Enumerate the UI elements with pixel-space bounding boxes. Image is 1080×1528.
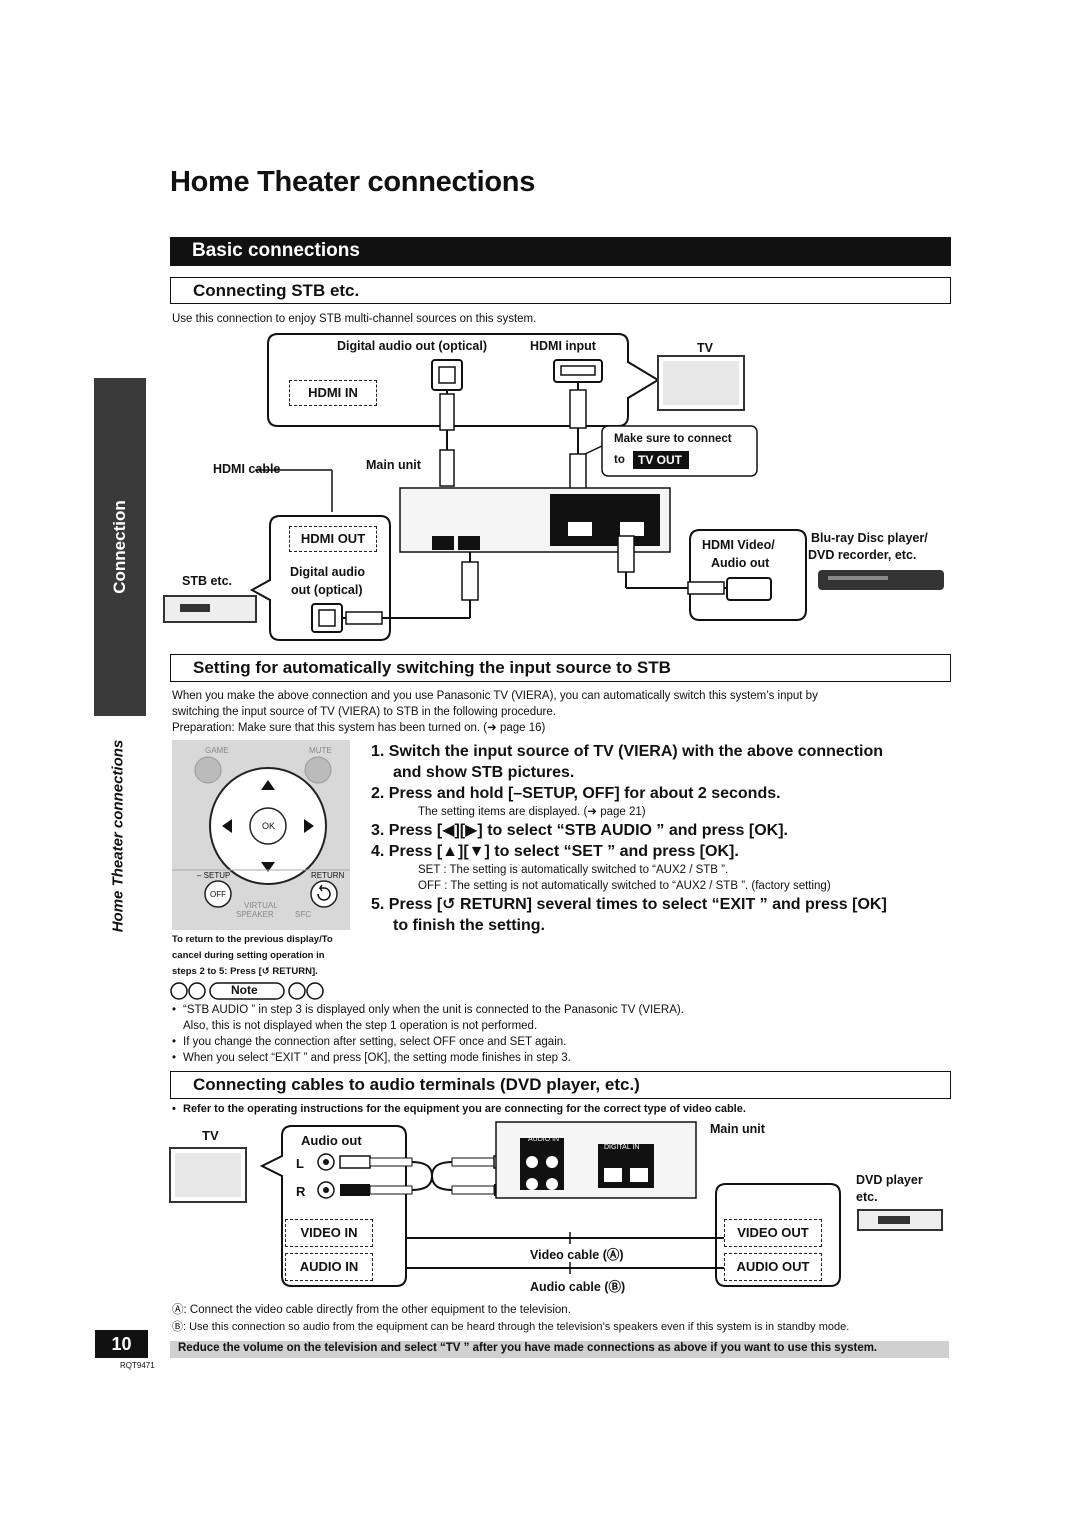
- step-3: 3. Press [◀][▶] to select “STB AUDIO ” a…: [371, 822, 788, 839]
- return-icon: [317, 884, 331, 901]
- remote-sfc-label: SFC: [295, 910, 311, 919]
- remote-ok-label: OK: [262, 821, 276, 831]
- audio-in-box: AUDIO IN: [285, 1253, 373, 1281]
- step-1-cont: and show STB pictures.: [393, 764, 575, 781]
- label-video-cable: Video cable (Ⓐ): [530, 1248, 624, 1262]
- remote-game-label: GAME: [205, 746, 229, 755]
- bottom-note-bar: Reduce the volume on the television and …: [170, 1341, 949, 1358]
- step-5-cont: to finish the setting.: [393, 917, 545, 934]
- remote-virtual-label: VIRTUAL: [244, 901, 278, 910]
- off-button: [204, 880, 232, 908]
- hdmi-in-box: HDMI IN: [289, 380, 377, 406]
- dvd-callout: [715, 1183, 841, 1287]
- audio-cables-heading: Connecting cables to audio terminals (DV…: [193, 1075, 640, 1094]
- label-audio-out: Audio out: [711, 556, 770, 570]
- section-title: Basic connections: [192, 240, 360, 261]
- video-in-box: VIDEO IN: [285, 1219, 373, 1247]
- bottom-note: Reduce the volume on the television and …: [178, 1342, 878, 1354]
- remote-speaker-label: SPEAKER: [236, 910, 274, 919]
- bluray-callout: [689, 529, 807, 621]
- hdmi-out-box: HDMI OUT: [289, 526, 377, 552]
- remote-mute-label: MUTE: [309, 746, 332, 755]
- auto-switch-heading: Setting for automatically switching the …: [193, 658, 671, 677]
- audio-cables-heading-box: Connecting cables to audio terminals (DV…: [170, 1071, 951, 1099]
- left-arrow-icon: [222, 819, 232, 833]
- video-out-box: VIDEO OUT: [724, 1219, 822, 1247]
- footnote-b: Ⓑ: Use this connection so audio from the…: [172, 1321, 850, 1333]
- footnote-a: Ⓐ: Connect the video cable directly from…: [172, 1304, 571, 1316]
- label-hdmi-cable: HDMI cable: [213, 462, 281, 476]
- note-header-graphic: [170, 982, 324, 1000]
- note-label: Note: [231, 983, 258, 997]
- audio-cables-note: Refer to the operating instructions for …: [172, 1101, 746, 1117]
- note-2: If you change the connection after setti…: [172, 1034, 566, 1050]
- page-number: 10: [95, 1330, 148, 1358]
- side-tab-label: Connection: [110, 500, 129, 594]
- stb-heading: Connecting STB etc.: [193, 281, 360, 300]
- label-digital-audio: Digital audio: [290, 565, 365, 579]
- stb-callout: [249, 515, 391, 641]
- label-l: L: [296, 1156, 304, 1171]
- panel-audio-in-label: AUDIO IN: [528, 1136, 560, 1143]
- optical-port-icon: [431, 359, 463, 391]
- label-etc: etc.: [856, 1190, 878, 1204]
- tv-audio-callout: [259, 1125, 407, 1287]
- note-1-cont: Also, this is not displayed when the ste…: [183, 1020, 538, 1032]
- side-section-label: Home Theater connections: [109, 739, 127, 933]
- up-arrow-icon: [261, 780, 275, 790]
- auto-switch-heading-box: Setting for automatically switching the …: [170, 654, 951, 682]
- return-button: [310, 880, 338, 908]
- label-digital-audio-out: Digital audio out (optical): [337, 339, 487, 353]
- note-1: “STB AUDIO ” in step 3 is displayed only…: [172, 1002, 684, 1018]
- stb-device-icon: [163, 595, 257, 623]
- remote-illustration: [172, 740, 350, 930]
- step-5: 5. Press [↺ RETURN] several times to sel…: [371, 896, 887, 913]
- panel-digital-in-label: DIGITAL IN: [604, 1144, 640, 1151]
- right-arrow-icon: [304, 819, 314, 833]
- label-audio-cable: Audio cable (Ⓑ): [530, 1280, 626, 1294]
- step-2: 2. Press and hold [–SETUP, OFF] for abou…: [371, 785, 781, 802]
- label-tv: TV: [697, 341, 713, 355]
- stb-connection-diagram: [163, 333, 944, 641]
- label-main-unit-2: Main unit: [710, 1122, 765, 1136]
- stb-heading-box: Connecting STB etc.: [170, 277, 951, 304]
- model-code: RQT9471: [120, 1361, 155, 1370]
- label-audio-out-2: Audio out: [301, 1133, 362, 1148]
- label-tv-2: TV: [202, 1128, 219, 1143]
- label-to: to: [614, 454, 625, 466]
- label-main-unit: Main unit: [366, 458, 421, 472]
- ok-button: [249, 807, 287, 845]
- label-make-sure: Make sure to connect: [614, 433, 732, 445]
- label-tv-out: TV OUT: [638, 453, 682, 467]
- remote-off-label: OFF: [210, 890, 226, 899]
- label-hdmi-input: HDMI input: [530, 339, 596, 353]
- stb-intro: Use this connection to enjoy STB multi-c…: [172, 313, 537, 325]
- side-tab: Connection: [94, 378, 146, 716]
- auto-switch-intro-1: When you make the above connection and y…: [172, 690, 818, 702]
- label-bluray: Blu-ray Disc player/: [811, 531, 928, 545]
- note-3: When you select “EXIT ” and press [OK], …: [172, 1050, 571, 1066]
- page-title: Home Theater connections: [170, 166, 536, 198]
- auto-switch-preparation: Preparation: Make sure that this system …: [172, 722, 546, 734]
- label-dvd-player: DVD player: [856, 1173, 923, 1187]
- audio-out-box: AUDIO OUT: [724, 1253, 822, 1281]
- step-1: 1. Switch the input source of TV (VIERA)…: [371, 743, 884, 760]
- label-out-optical: out (optical): [291, 583, 363, 597]
- step-4-note-set: SET : The setting is automatically switc…: [418, 864, 729, 876]
- label-stb-etc: STB etc.: [182, 574, 233, 588]
- step-4-note-off: OFF : The setting is not automatically s…: [418, 880, 831, 892]
- section-bar: Basic connections: [170, 237, 951, 266]
- auto-switch-intro-2: switching the input source of TV (VIERA)…: [172, 706, 556, 718]
- step-2-note: The setting items are displayed. (➜ page…: [418, 806, 646, 818]
- remote-caption: To return to the previous display/To can…: [172, 934, 333, 977]
- remote-setup-label: – SETUP: [197, 871, 231, 880]
- audio-connection-diagram: [169, 1121, 943, 1287]
- down-arrow-icon: [261, 862, 275, 872]
- label-r: R: [296, 1184, 306, 1199]
- label-dvd-recorder: DVD recorder, etc.: [808, 548, 917, 562]
- label-hdmi-video: HDMI Video/: [702, 538, 775, 552]
- step-4: 4. Press [▲][▼] to select “SET ” and pre…: [371, 843, 739, 860]
- remote-return-label: RETURN: [311, 871, 345, 880]
